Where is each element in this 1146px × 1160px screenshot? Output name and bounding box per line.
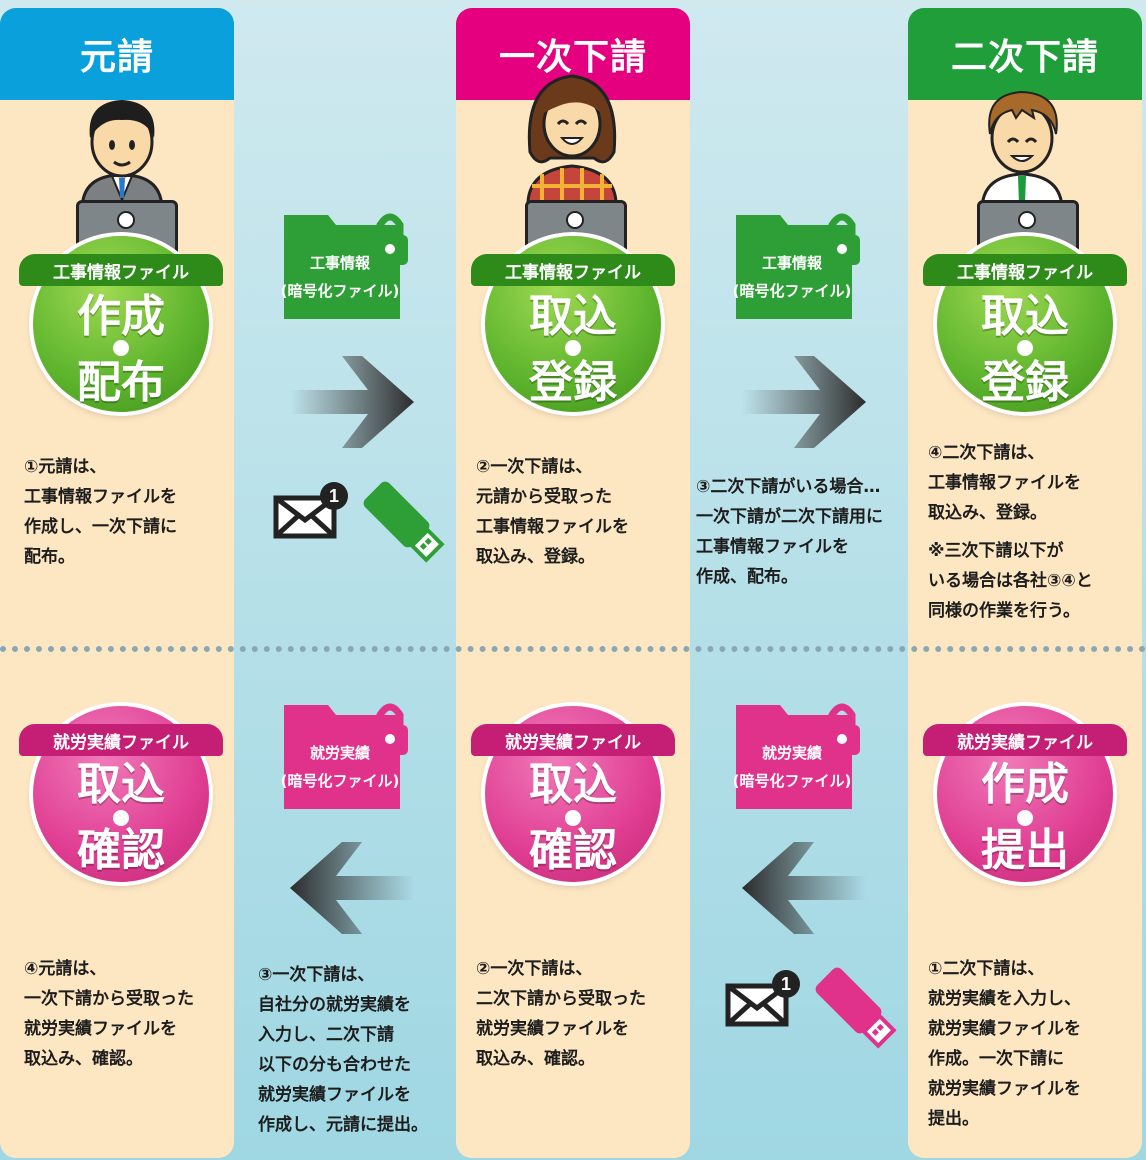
folder-label: 就労実績 (暗号化ファイル): [732, 739, 852, 795]
folder-label-line1: 工事情報: [309, 254, 370, 272]
badge-dot: [1017, 340, 1033, 356]
arrow-left-icon: [290, 842, 414, 934]
encrypted-folder-icon: 工事情報 (暗号化ファイル): [280, 205, 410, 325]
mail-count: 1: [329, 486, 339, 506]
encrypted-folder-icon: 工事情報 (暗号化ファイル): [732, 205, 862, 325]
badge-dot: [1017, 810, 1033, 826]
badge-import-register: 工事情報ファイル 取込 登録: [923, 236, 1127, 412]
badge-line1: 取込: [981, 291, 1069, 342]
folder-lock-icon: [736, 703, 860, 809]
badge-dot: [113, 810, 129, 826]
badge-dot: [113, 340, 129, 356]
badge-line2: 配布: [77, 357, 165, 408]
badge-create-submit: 就労実績ファイル 作成 提出: [923, 706, 1127, 882]
young-worker-icon: [980, 90, 1064, 210]
woman-icon: [526, 74, 618, 202]
folder-label-line2: (暗号化ファイル): [280, 772, 400, 790]
folder-label-line1: 工事情報: [761, 254, 822, 272]
badge-line1: 取込: [529, 759, 617, 810]
note-text: ※三次下請以下が いる場合は各社③④と 同様の作業を行う。: [928, 541, 1093, 621]
encrypted-folder-icon: 就労実績 (暗号化ファイル): [732, 695, 862, 815]
folder-lock-icon: [736, 213, 860, 319]
badge-line2: 確認: [77, 825, 165, 876]
step-description: ④二次下請は、 工事情報ファイルを 取込み、登録。: [928, 443, 1081, 523]
badge-ribbon: 就労実績ファイル: [923, 724, 1127, 756]
badge-line1: 取込: [77, 759, 165, 810]
badge-line2: 確認: [529, 825, 617, 876]
folder-label: 就労実績 (暗号化ファイル): [280, 739, 400, 795]
folder-lock-icon: [284, 703, 408, 809]
badge-line1: 作成: [981, 759, 1069, 810]
badge-dot: [565, 340, 581, 356]
folder-label-line1: 就労実績: [309, 744, 370, 762]
step-description: ③二次下請がいる場合… 一次下請が二次下請用に 工事情報ファイルを 作成、配布。: [696, 477, 883, 587]
arrow-right-icon: [290, 356, 414, 448]
folder-lock-icon: [284, 213, 408, 319]
badge-ribbon: 工事情報ファイル: [923, 254, 1127, 286]
folder-label: 工事情報 (暗号化ファイル): [280, 249, 400, 305]
step-description: ③一次下請は、 自社分の就労実績を 入力し、二次下請 以下の分も合わせた 就労実…: [258, 965, 428, 1135]
badge-ribbon: 就労実績ファイル: [471, 724, 675, 756]
arrow-right-icon: [742, 356, 866, 448]
badge-dot: [565, 810, 581, 826]
badge-line2: 登録: [529, 357, 617, 408]
folder-label-line2: (暗号化ファイル): [732, 772, 852, 790]
mail-count: 1: [781, 974, 791, 994]
folder-label-line1: 就労実績: [761, 744, 822, 762]
folder-label-line2: (暗号化ファイル): [280, 282, 400, 300]
badge-import-register: 工事情報ファイル 取込 登録: [471, 236, 675, 412]
folder-label-line2: (暗号化ファイル): [732, 282, 852, 300]
step-description: ②一次下請は、 二次下請から受取った 就労実績ファイルを 取込み、確認。: [476, 959, 646, 1069]
usb-drive-icon: [815, 967, 897, 1049]
badge-import-confirm: 就労実績ファイル 取込 確認: [471, 706, 675, 882]
badge-line2: 提出: [981, 825, 1069, 876]
mail-icon: 1: [273, 482, 348, 539]
badge-create-distribute: 工事情報ファイル 作成 配布: [19, 236, 223, 412]
column-title: 元請: [0, 8, 234, 100]
folder-label: 工事情報 (暗号化ファイル): [732, 249, 852, 305]
badge-ribbon: 工事情報ファイル: [471, 254, 675, 286]
step-description: ④元請は、 一次下請から受取った 就労実績ファイルを 取込み、確認。: [24, 959, 194, 1069]
badge-ribbon: 工事情報ファイル: [19, 254, 223, 286]
step-description: ①二次下請は、 就労実績を入力し、 就労実績ファイルを 作成。一次下請に 就労実…: [928, 959, 1081, 1129]
usb-drive-icon: [363, 481, 445, 563]
badge-line2: 登録: [981, 357, 1069, 408]
badge-line1: 作成: [77, 291, 165, 342]
column-title: 二次下請: [908, 8, 1142, 100]
mail-icon: 1: [725, 970, 800, 1027]
encrypted-folder-icon: 就労実績 (暗号化ファイル): [280, 695, 410, 815]
step-description: ①元請は、 工事情報ファイルを 作成し、一次下請に 配布。: [24, 457, 177, 567]
badge-import-confirm: 就労実績ファイル 取込 確認: [19, 706, 223, 882]
badge-line1: 取込: [529, 291, 617, 342]
arrow-left-icon: [742, 842, 866, 934]
step-description: ②一次下請は、 元請から受取った 工事情報ファイルを 取込み、登録。: [476, 457, 629, 567]
businessman-icon: [80, 100, 164, 210]
section-divider: [0, 646, 1146, 652]
badge-ribbon: 就労実績ファイル: [19, 724, 223, 756]
column-second-subcontractor: 二次下請: [908, 8, 1142, 1158]
